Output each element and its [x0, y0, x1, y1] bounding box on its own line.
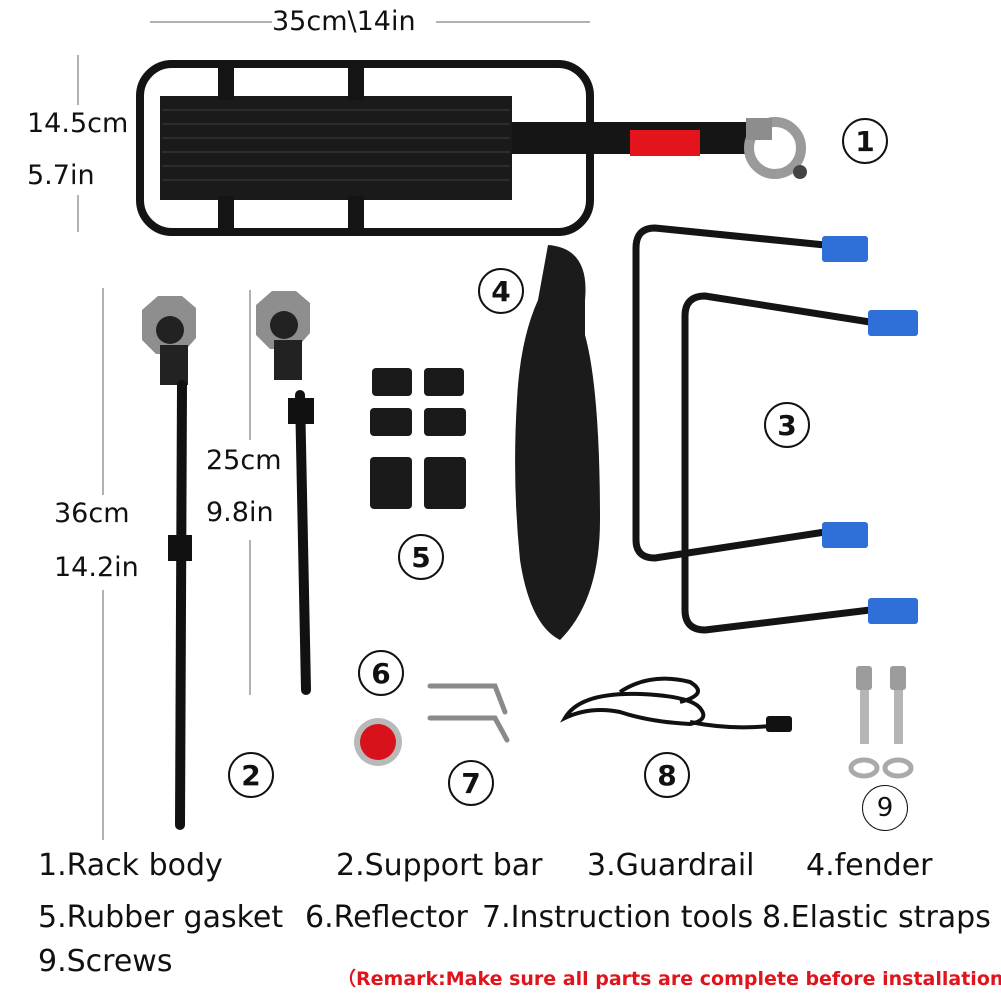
- marker-4: 4: [478, 268, 524, 314]
- elastic-straps-image: [560, 676, 771, 730]
- support-length-in-label: 14.2in: [54, 552, 139, 583]
- marker-2: 2: [228, 752, 274, 798]
- height-in-label: 5.7in: [27, 160, 95, 191]
- part-caption-5: 5.Rubber gasket: [38, 900, 284, 935]
- marker-7: 7: [448, 760, 494, 806]
- guardrail-image: [632, 224, 871, 634]
- width-label: 35cm\14in: [272, 6, 416, 37]
- part-caption-3: 3.Guardrail: [587, 848, 755, 883]
- support-bar-image: [142, 291, 314, 830]
- support2-length-in-label: 9.8in: [206, 497, 274, 528]
- strap-hook: [766, 716, 792, 732]
- fender-image: [515, 245, 600, 640]
- rubber-gasket-image: [370, 368, 466, 509]
- height-cm-label: 14.5cm: [27, 108, 129, 139]
- part-caption-9: 9.Screws: [38, 944, 173, 979]
- guardrail-tips: [822, 236, 918, 624]
- part-caption-4: 4.fender: [806, 848, 933, 883]
- remark-text: （Remark:Make sure all parts are complete…: [337, 968, 1001, 990]
- part-caption-2: 2.Support bar: [336, 848, 543, 883]
- dimension-lines: [77, 21, 590, 840]
- marker-3: 3: [764, 402, 810, 448]
- support2-length-cm-label: 25cm: [206, 445, 282, 476]
- part-caption-8: 8.Elastic straps: [762, 900, 991, 935]
- part-caption-6: 6.Reflector: [305, 900, 468, 935]
- marker-5: 5: [398, 534, 444, 580]
- marker-8: 8: [644, 752, 690, 798]
- marker-9: 9: [862, 785, 908, 831]
- instruction-tools-image: [427, 683, 510, 743]
- part-caption-1: 1.Rack body: [38, 848, 223, 883]
- marker-1: 1: [842, 118, 888, 164]
- part-caption-7: 7.Instruction tools: [482, 900, 754, 935]
- marker-6: 6: [358, 650, 404, 696]
- reflector-image: [354, 718, 402, 766]
- support-length-cm-label: 36cm: [54, 498, 130, 529]
- rack-body-image: [136, 60, 807, 236]
- screws-image: [848, 666, 914, 779]
